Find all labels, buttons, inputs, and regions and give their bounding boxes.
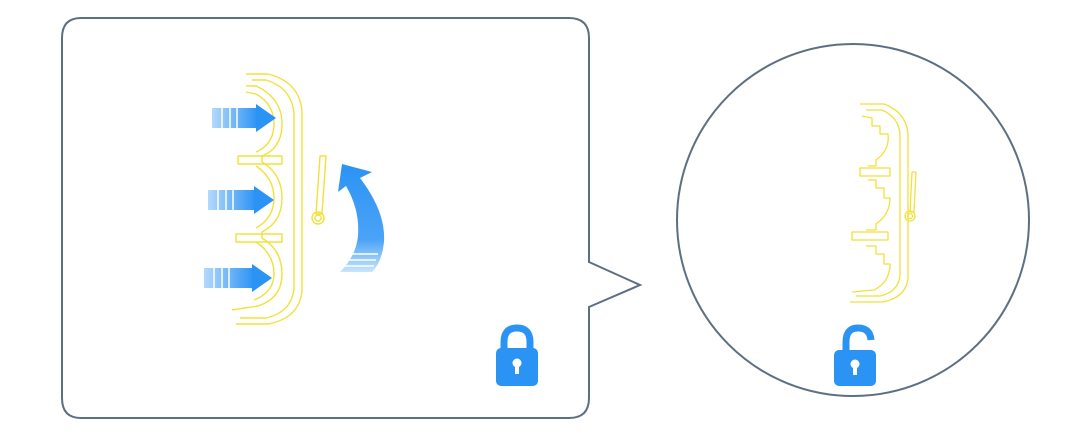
bracket-drawing-locked [231, 73, 327, 325]
lock-closed-icon [496, 324, 538, 386]
bracket-drawing-unlocked [850, 103, 917, 303]
push-arrow-bottom [204, 264, 272, 292]
lock-open-icon [834, 324, 876, 386]
push-arrow-middle [208, 186, 274, 214]
push-arrow-top [212, 104, 276, 132]
callout-panel [61, 17, 643, 419]
curved-arrow-icon [338, 164, 385, 272]
detail-circle [676, 43, 1030, 397]
